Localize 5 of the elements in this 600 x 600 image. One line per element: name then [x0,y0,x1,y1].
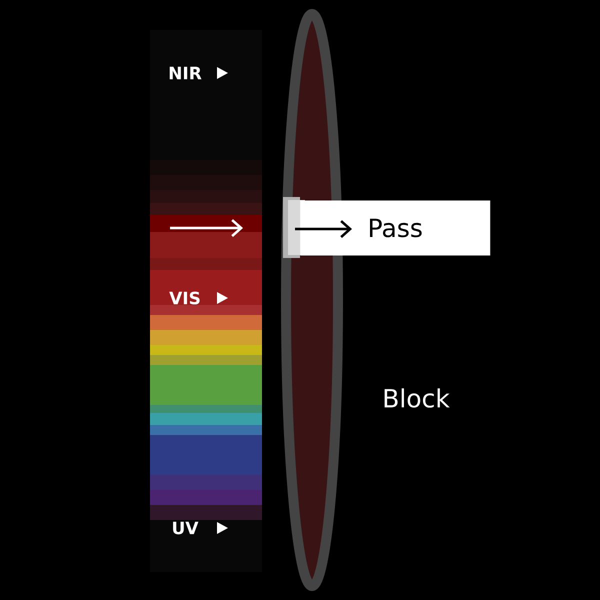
band-label: VIS [169,292,200,304]
band-label: UV [173,522,198,534]
region-label: Block [384,388,450,408]
light-beam: Pass [283,197,490,258]
band-label: NIR [170,66,202,80]
